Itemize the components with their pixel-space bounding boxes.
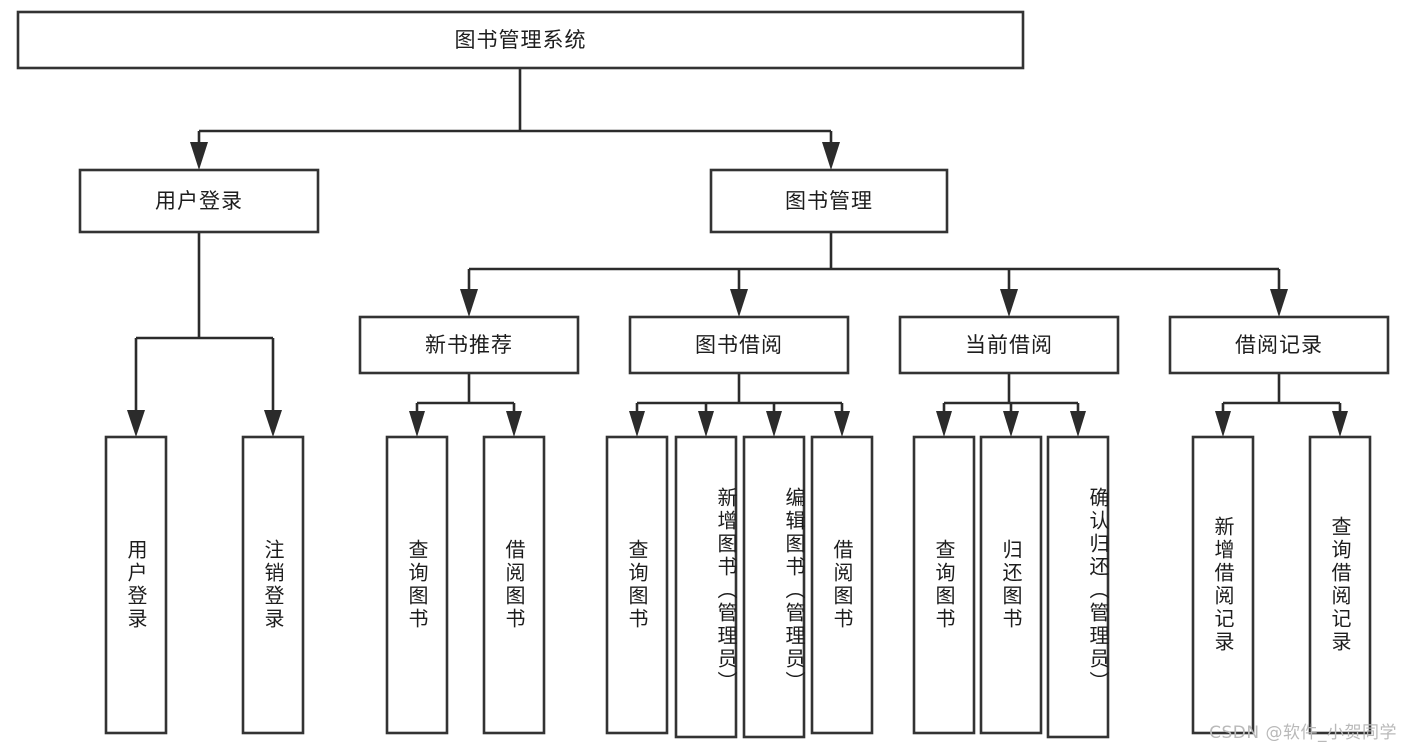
csdn-watermark: CSDN @软件_小贺同学 (1209, 723, 1397, 743)
arrowhead-bb-leaf-4 (834, 411, 850, 437)
node-box-leaf-nbr-borrow-book[interactable] (482, 435, 546, 735)
node-box-leaf-br-query-record[interactable] (1308, 435, 1372, 735)
node-box-leaf-nbr-query-book[interactable] (385, 435, 449, 735)
connectors-book-manage-to-level3 (460, 232, 1288, 317)
node-box-leaf-user-login[interactable] (104, 435, 168, 735)
connectors-current-borrow-to-leaves (936, 373, 1086, 437)
arrowhead-nbr-leaf-2 (506, 411, 522, 437)
connectors-root-to-level2 (190, 68, 840, 170)
node-box-leaf-logout[interactable] (241, 435, 305, 735)
arrowhead-cb-leaf-1 (936, 411, 952, 437)
arrowhead-user-login (190, 142, 208, 170)
node-box-leaf-bb-query-book[interactable] (605, 435, 669, 735)
arrowhead-leaf-user-login (127, 410, 145, 437)
arrowhead-current-borrow (1000, 289, 1018, 317)
node-box-user-login[interactable] (78, 168, 320, 234)
arrowhead-book-borrow (730, 289, 748, 317)
node-box-leaf-cb-query-book[interactable] (912, 435, 976, 735)
node-box-leaf-br-add-record[interactable] (1191, 435, 1255, 735)
node-box-book-manage[interactable] (709, 168, 949, 234)
connectors-user-login-to-leaves (127, 232, 282, 437)
arrowhead-bb-leaf-2 (698, 411, 714, 437)
node-box-current-borrow[interactable] (898, 315, 1120, 375)
arrowhead-new-book-recommend (460, 289, 478, 317)
node-box-root[interactable] (16, 10, 1025, 70)
node-box-book-borrow[interactable] (628, 315, 850, 375)
arrowhead-cb-leaf-3 (1070, 411, 1086, 437)
node-box-leaf-bb-edit-book[interactable] (742, 435, 806, 739)
arrowhead-leaf-logout (264, 410, 282, 437)
node-box-borrow-record[interactable] (1168, 315, 1390, 375)
arrowhead-bb-leaf-1 (629, 411, 645, 437)
node-box-new-book-recommend[interactable] (358, 315, 580, 375)
arrowhead-br-leaf-1 (1215, 411, 1231, 437)
connectors-borrow-record-to-leaves (1215, 373, 1348, 437)
connectors-new-book-recommend-to-leaves (409, 373, 522, 437)
node-box-leaf-cb-return-book[interactable] (979, 435, 1043, 735)
node-box-leaf-bb-borrow-book[interactable] (810, 435, 874, 735)
node-box-leaf-bb-add-book[interactable] (674, 435, 738, 739)
arrowhead-borrow-record (1270, 289, 1288, 317)
arrowhead-book-manage (822, 142, 840, 170)
arrowhead-br-leaf-2 (1332, 411, 1348, 437)
arrowhead-nbr-leaf-1 (409, 411, 425, 437)
node-box-leaf-cb-confirm-return[interactable] (1046, 435, 1110, 739)
arrowhead-bb-leaf-3 (766, 411, 782, 437)
arrowhead-cb-leaf-2 (1003, 411, 1019, 437)
connectors-book-borrow-to-leaves (629, 373, 850, 437)
